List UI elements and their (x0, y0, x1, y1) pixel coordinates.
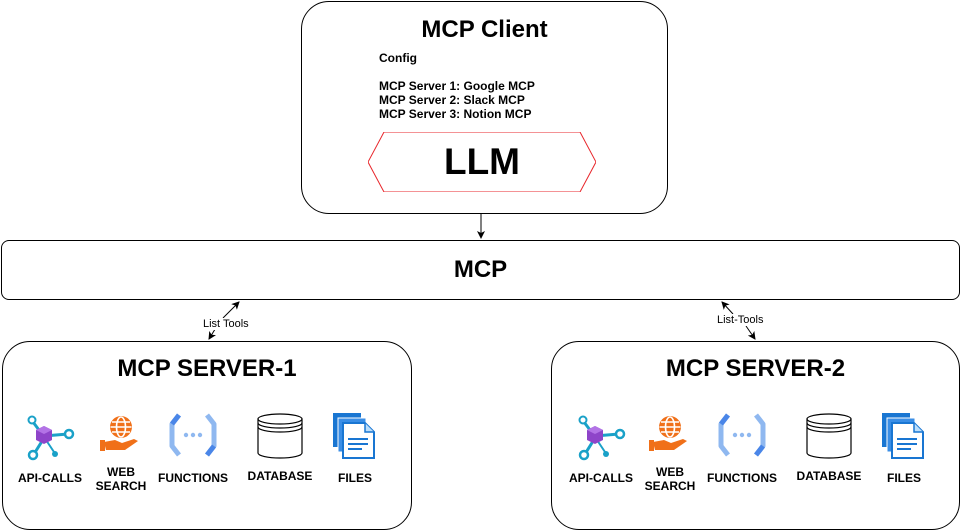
config-server-1: MCP Server 1: Google MCP (379, 79, 535, 93)
functions-label: FUNCTIONS (158, 471, 228, 485)
config-block: Config MCP Server 1: Google MCP MCP Serv… (379, 51, 535, 121)
api-network-icon (5, 412, 95, 464)
mcp-server2-arrow (721, 301, 734, 315)
config-server-3: MCP Server 3: Notion MCP (379, 107, 532, 121)
web-search-icon (625, 412, 715, 464)
functions-label: FUNCTIONS (707, 471, 777, 485)
web-search-icon (76, 412, 166, 464)
mcp-layer-title: MCP (453, 256, 508, 283)
files-icon (310, 412, 400, 464)
mcp-layer-box: MCP (1, 240, 960, 300)
web-search-label-line-1: WEB (107, 465, 135, 479)
list-tools-label-left: List Tools (203, 318, 249, 330)
api-calls-label: API-CALLS (18, 471, 82, 485)
web-search-label-line-1: WEB (656, 465, 684, 479)
mcp-server-2-title: MCP SERVER-2 (665, 355, 846, 382)
web-search-label-line-2: SEARCH (644, 479, 696, 493)
functions-icon (697, 412, 787, 464)
mcp-server2-arrow-down (745, 325, 756, 340)
mcp-server-1-title: MCP SERVER-1 (117, 355, 297, 382)
mcp-client-box: MCP Client Config MCP Server 1: Google M… (301, 1, 668, 214)
files-icon (859, 412, 949, 464)
api-calls-label: API-CALLS (569, 471, 633, 485)
database-icon (784, 412, 874, 464)
mcp-server-1-box: MCP SERVER-1 API-CALLS (2, 341, 412, 530)
database-label: DATABASE (796, 469, 862, 483)
api-network-icon (556, 412, 646, 464)
llm-hexagon: LLM (368, 132, 596, 192)
mcp-server1-arrow (222, 301, 240, 319)
database-label: DATABASE (247, 469, 313, 483)
mcp-server-2-box: MCP SERVER-2 API-CALLS (551, 341, 960, 530)
config-server-2: MCP Server 2: Slack MCP (379, 93, 525, 107)
config-heading: Config (379, 51, 417, 65)
files-label: FILES (886, 471, 921, 485)
files-label: FILES (337, 471, 372, 485)
mcp-client-title: MCP Client (421, 16, 548, 43)
web-search-label-line-2: SEARCH (95, 479, 147, 493)
functions-icon (148, 412, 238, 464)
database-icon (235, 412, 325, 464)
list-tools-label-right: List-Tools (717, 314, 764, 326)
llm-label: LLM (443, 141, 521, 182)
